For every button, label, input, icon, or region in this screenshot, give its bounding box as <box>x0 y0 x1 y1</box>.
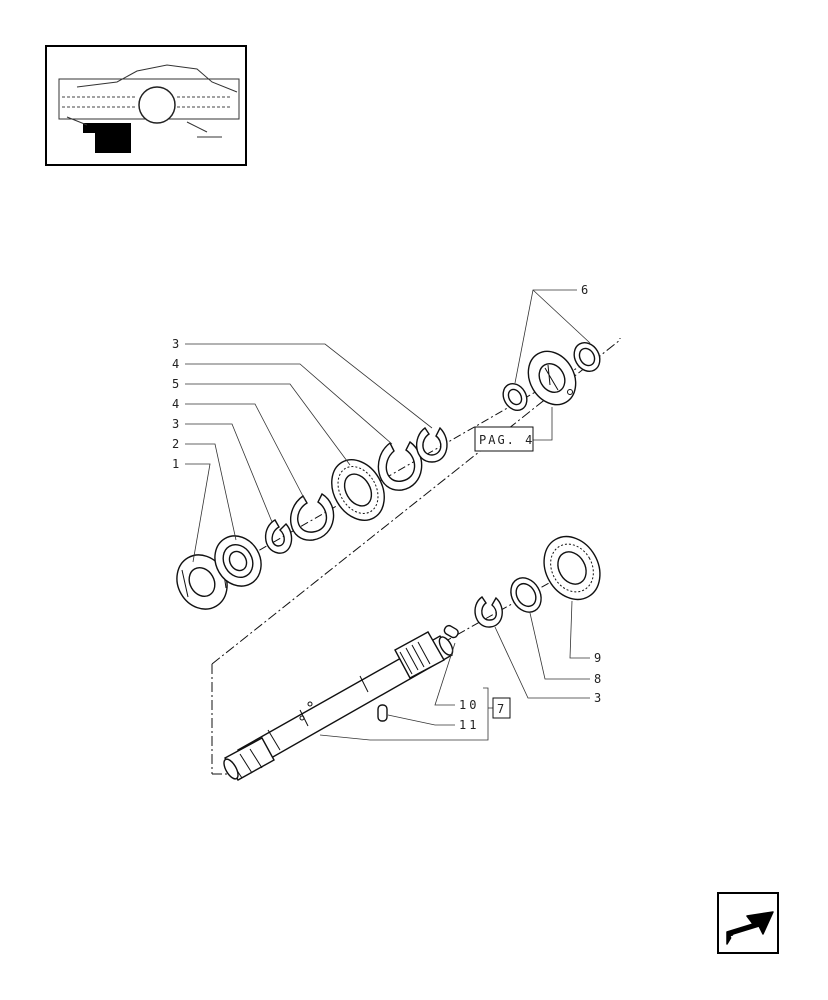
snap-ring-part-3b <box>416 426 448 463</box>
bearing-part-2 <box>214 535 262 587</box>
callout-3: 3 <box>172 417 179 431</box>
pin-part-10 <box>443 624 459 639</box>
back-arrow-icon <box>726 911 774 945</box>
callout-3: 3 <box>172 337 179 351</box>
callout-4: 4 <box>172 397 179 411</box>
axis-line <box>189 354 601 591</box>
ball-bearing-part-9 <box>543 535 601 601</box>
callout-5: 5 <box>172 377 179 391</box>
pin-part-11 <box>377 704 388 722</box>
callout-3: 3 <box>594 691 601 705</box>
page-reference-box[interactable]: PAG. 4 <box>474 426 534 452</box>
input-shaft <box>223 631 454 781</box>
callout-10: 10 <box>459 698 479 712</box>
callout-2: 2 <box>172 437 179 451</box>
callout-8: 8 <box>594 672 601 686</box>
roller-bearing-part-5 <box>331 459 385 521</box>
callout-11: 11 <box>459 718 479 732</box>
oil-seal-part-1 <box>176 554 228 610</box>
callout-1: 1 <box>172 457 179 471</box>
leader-lines <box>185 289 591 741</box>
boundary-line <box>211 338 621 665</box>
back-navigation-button[interactable] <box>717 892 779 954</box>
callout-6: 6 <box>581 283 588 297</box>
thumbnail-drawing <box>58 64 240 153</box>
snap-ring-part-3c <box>474 596 503 628</box>
group-reference-text: 7 <box>497 702 504 716</box>
assembly-location-thumbnail[interactable] <box>45 45 247 166</box>
gear-housing-pag4 <box>527 350 577 406</box>
axis-line <box>429 559 591 651</box>
snap-ring-part-3 <box>264 519 293 554</box>
page-reference-text: PAG. 4 <box>479 433 534 447</box>
callout-9: 9 <box>594 651 601 665</box>
group-reference-box[interactable]: 7 <box>492 697 511 719</box>
callout-4: 4 <box>172 357 179 371</box>
circlip-part-4 <box>289 493 335 541</box>
circlip-part-4b <box>377 440 423 491</box>
